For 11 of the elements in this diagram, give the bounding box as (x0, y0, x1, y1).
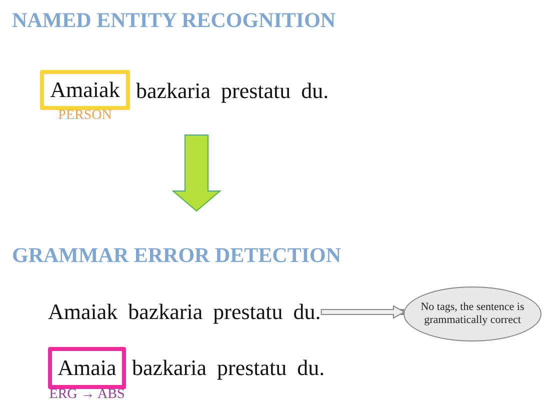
tag-label: ERG → ABS (49, 387, 125, 403)
section-heading: GRAMMAR ERROR DETECTION (12, 243, 342, 268)
highlighted-word: Amaiak (50, 77, 120, 103)
tag-label: PERSON (58, 108, 112, 124)
section-heading: NAMED ENTITY RECOGNITION (12, 8, 336, 33)
sentence-text: Amaiak bazkaria prestatu du. (48, 294, 321, 330)
highlighted-word: Amaia (58, 355, 116, 381)
sentence-text: bazkaria prestatu du. (136, 78, 329, 104)
note-text: No tags, the sentence is grammatically correct (420, 301, 526, 327)
sentence-text: bazkaria prestatu du. (132, 355, 325, 381)
arrow (320, 306, 405, 318)
